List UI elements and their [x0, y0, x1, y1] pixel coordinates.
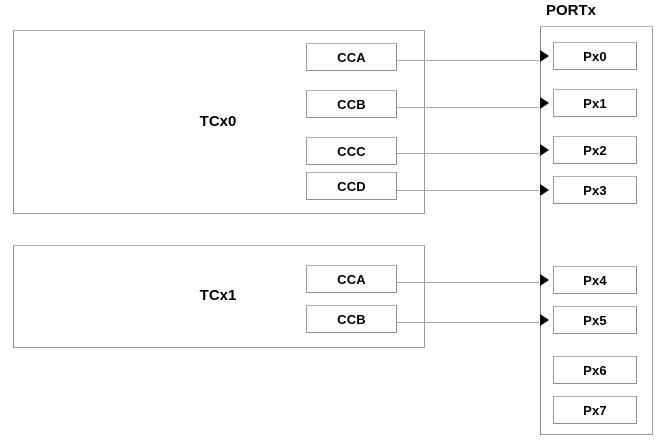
wire-tcx1-ccb-to-px5 [397, 322, 539, 323]
channel-tcx0-ccd[interactable]: CCD [306, 172, 397, 200]
wire-tcx0-ccc-to-px2 [397, 153, 539, 154]
arrow-icon-px0 [540, 50, 549, 62]
channel-tcx0-cca[interactable]: CCA [306, 43, 397, 71]
timer-label-tcx0: TCx0 [199, 113, 237, 130]
port-pin-px4[interactable]: Px4 [553, 266, 637, 294]
port-pin-px3[interactable]: Px3 [553, 176, 637, 204]
port-pin-px1[interactable]: Px1 [553, 89, 637, 117]
timer-label-tcx1: TCx1 [199, 287, 237, 304]
wire-tcx0-ccd-to-px3 [397, 190, 539, 191]
port-pin-px5[interactable]: Px5 [553, 306, 637, 334]
channel-tcx0-ccb[interactable]: CCB [306, 90, 397, 118]
port-pin-px0[interactable]: Px0 [553, 42, 637, 70]
arrow-icon-px4 [540, 274, 549, 286]
arrow-icon-px1 [540, 97, 549, 109]
portx-title: PORTx [546, 2, 597, 19]
port-pin-px6[interactable]: Px6 [553, 356, 637, 384]
arrow-icon-px3 [540, 184, 549, 196]
arrow-icon-px5 [540, 314, 549, 326]
channel-tcx0-ccc[interactable]: CCC [306, 137, 397, 165]
wire-tcx1-cca-to-px4 [397, 282, 539, 283]
wire-tcx0-cca-to-px0 [397, 60, 539, 61]
channel-tcx1-ccb[interactable]: CCB [306, 305, 397, 333]
wire-tcx0-ccb-to-px1 [397, 107, 539, 108]
port-pin-px7[interactable]: Px7 [553, 396, 637, 424]
arrow-icon-px2 [540, 144, 549, 156]
channel-tcx1-cca[interactable]: CCA [306, 265, 397, 293]
port-pin-px2[interactable]: Px2 [553, 136, 637, 164]
